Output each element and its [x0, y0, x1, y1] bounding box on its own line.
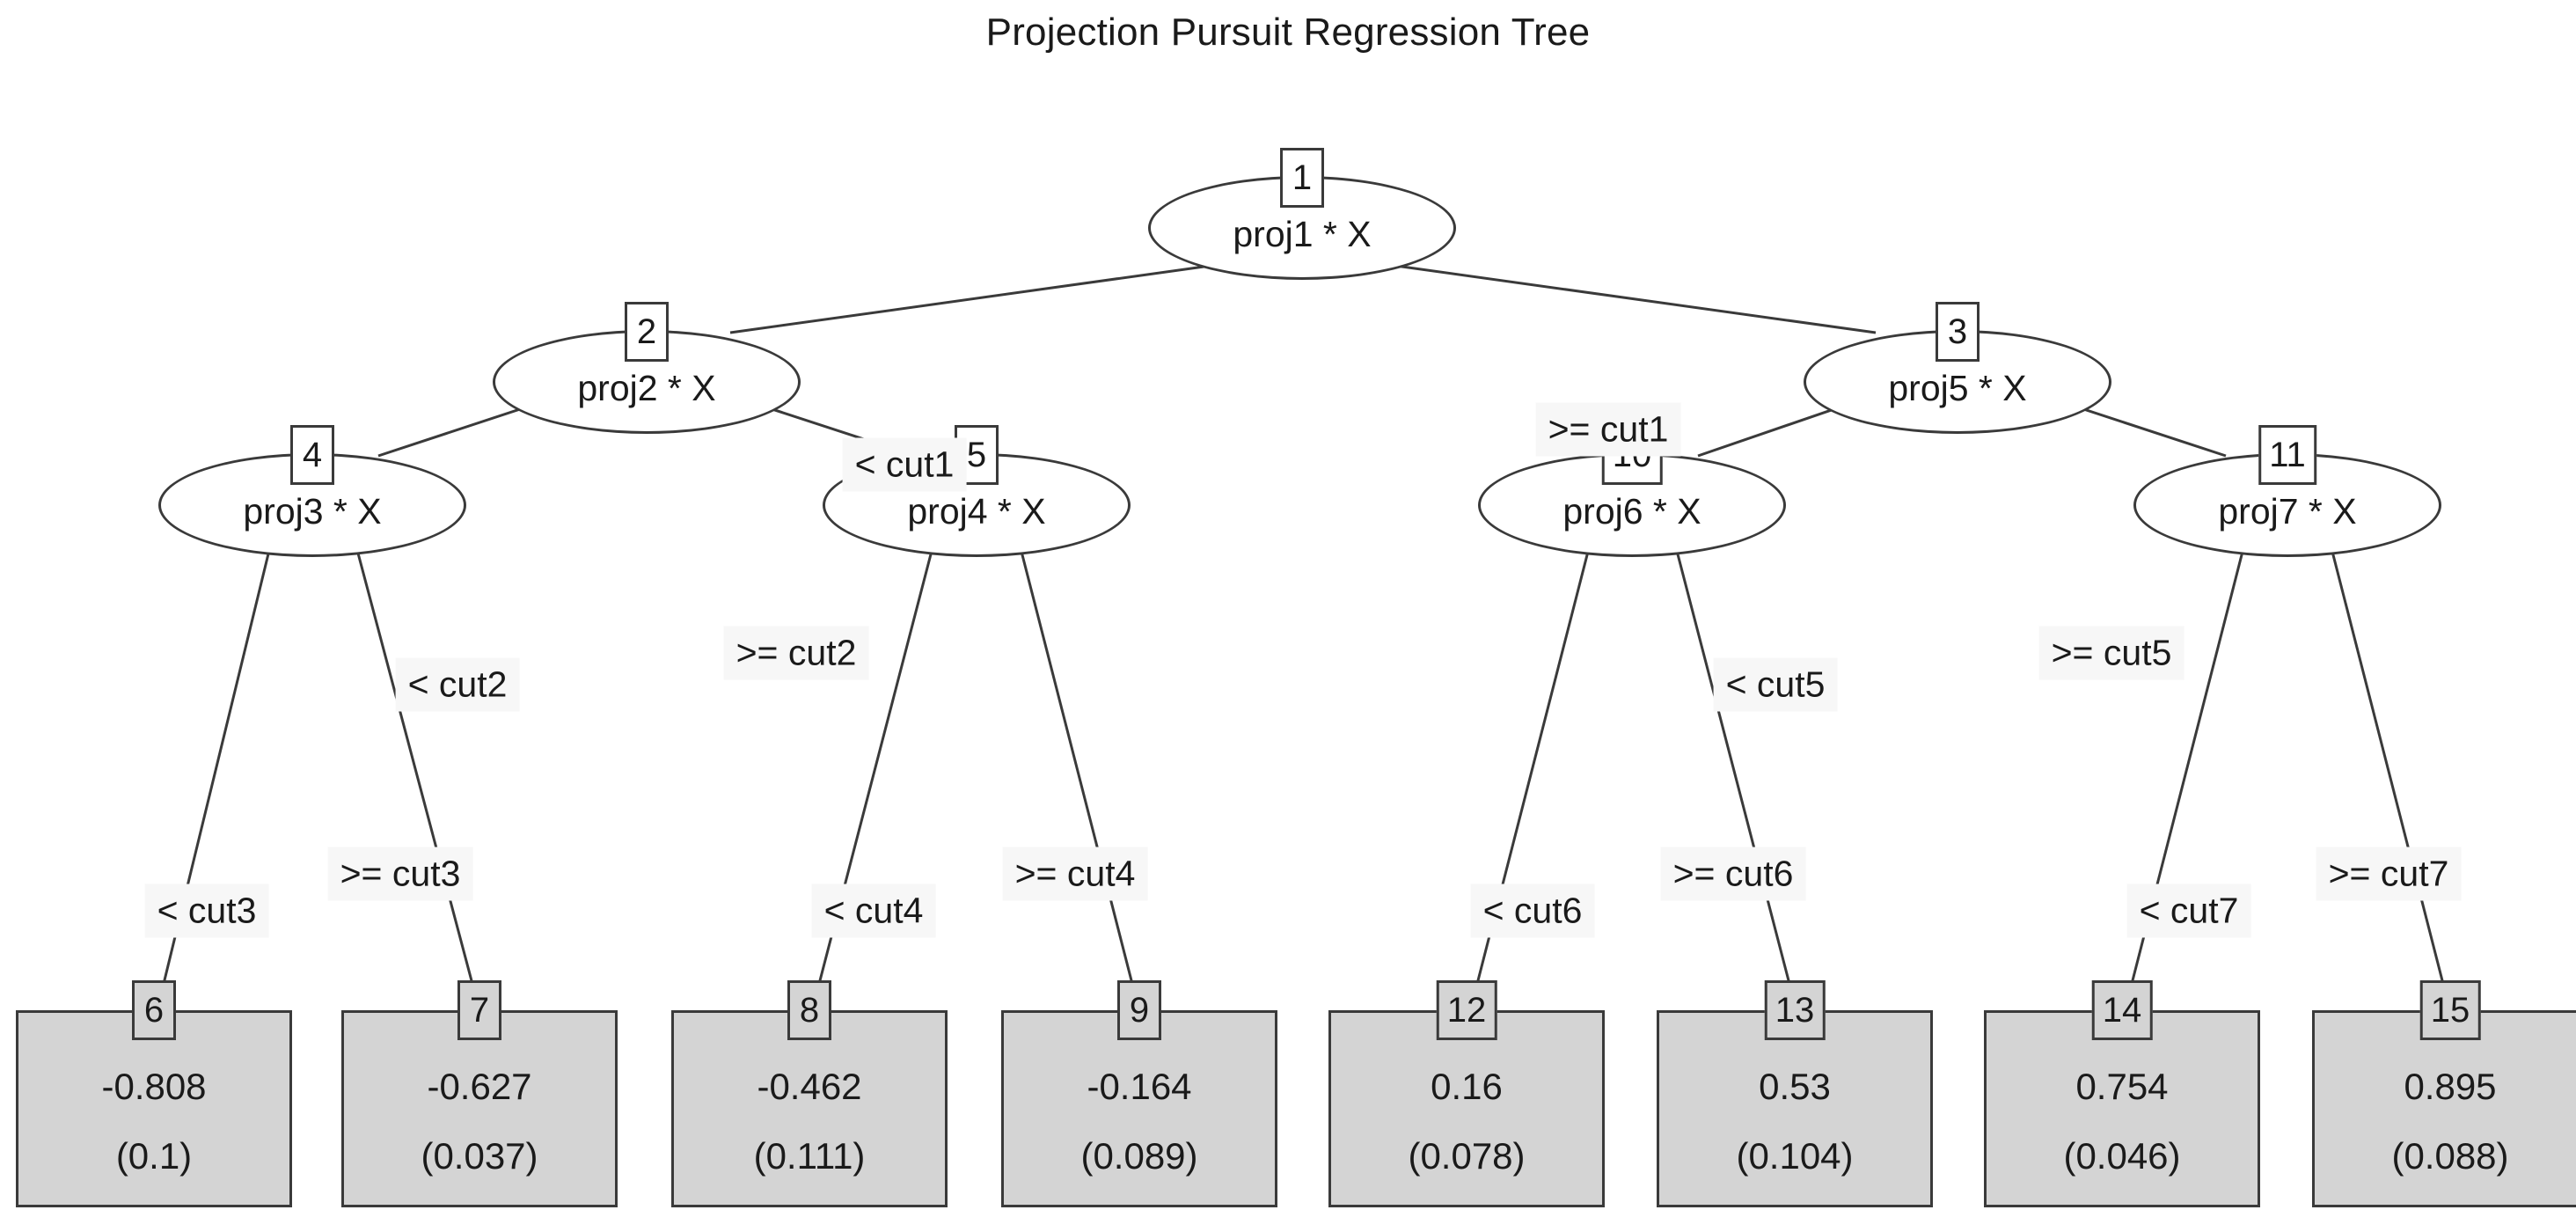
leaf-node-proportion: (0.1)	[115, 1134, 193, 1177]
split-node-3[interactable]: proj5 * X 3	[1804, 302, 2111, 434]
edge-label-5-9: >= cut4	[1002, 847, 1148, 901]
split-node-id: 1	[1280, 148, 1324, 208]
split-node-ellipse: proj1 * X	[1148, 176, 1456, 280]
leaf-node-12[interactable]: 0.16 (0.078) 12	[1328, 980, 1605, 1207]
tree-edge	[344, 506, 475, 988]
edge-label-10-13: >= cut6	[1660, 847, 1806, 901]
leaf-node-proportion: (0.037)	[421, 1134, 538, 1177]
split-node-label: proj3 * X	[243, 490, 382, 532]
leaf-node-value: 0.754	[2075, 1065, 2169, 1107]
split-node-1[interactable]: proj1 * X 1	[1148, 148, 1456, 280]
leaf-node-id: 13	[1764, 980, 1826, 1040]
tree-edge	[2319, 506, 2446, 988]
leaf-node-id: 14	[2091, 980, 2153, 1040]
leaf-node-proportion: (0.046)	[2063, 1134, 2181, 1177]
leaf-node-value: 0.16	[1431, 1065, 1503, 1107]
tree-edge	[1008, 506, 1135, 988]
split-node-label: proj6 * X	[1562, 490, 1701, 532]
leaf-node-box: -0.627 (0.037)	[341, 1010, 618, 1207]
split-node-id: 11	[2258, 425, 2316, 485]
leaf-node-box: 0.754 (0.046)	[1984, 1010, 2260, 1207]
leaf-node-id: 15	[2419, 980, 2481, 1040]
leaf-node-7[interactable]: -0.627 (0.037) 7	[341, 980, 618, 1207]
split-node-label: proj1 * X	[1233, 213, 1372, 254]
split-node-10[interactable]: proj6 * X10	[1478, 425, 1786, 557]
edge-label-10-12: < cut6	[1470, 884, 1595, 938]
edge-label-2-4: < cut2	[395, 657, 520, 712]
leaf-node-box: 0.16 (0.078)	[1328, 1010, 1605, 1207]
leaf-node-proportion: (0.089)	[1080, 1134, 1198, 1177]
edge-label-4-7: >= cut3	[327, 847, 473, 901]
edge-label-3-11: >= cut5	[2038, 626, 2184, 680]
leaf-node-id: 9	[1117, 980, 1161, 1040]
leaf-node-value: -0.627	[427, 1065, 532, 1107]
leaf-node-9[interactable]: -0.164 (0.089) 9	[1001, 980, 1277, 1207]
leaf-node-proportion: (0.088)	[2391, 1134, 2509, 1177]
split-node-id: 4	[290, 425, 334, 485]
edge-label-4-6: < cut3	[144, 884, 269, 938]
edge-label-5-8: < cut4	[811, 884, 936, 938]
leaf-node-id: 12	[1436, 980, 1497, 1040]
tree-edge	[1664, 506, 1792, 988]
leaf-node-box: 0.53 (0.104)	[1657, 1010, 1933, 1207]
leaf-node-id: 7	[457, 980, 501, 1040]
leaf-node-box: 0.895 (0.088)	[2312, 1010, 2576, 1207]
split-node-4[interactable]: proj3 * X 4	[158, 425, 466, 557]
edge-label-1-2: < cut1	[842, 437, 967, 492]
leaf-node-id: 6	[132, 980, 176, 1040]
leaf-node-id: 8	[787, 980, 831, 1040]
leaf-node-8[interactable]: -0.462 (0.111) 8	[671, 980, 948, 1207]
split-node-ellipse: proj5 * X	[1804, 330, 2111, 434]
tree-edge	[1382, 262, 1877, 334]
split-node-label: proj4 * X	[907, 490, 1046, 532]
leaf-node-14[interactable]: 0.754 (0.046) 14	[1984, 980, 2260, 1207]
leaf-node-box: -0.808 (0.1)	[16, 1010, 292, 1207]
leaf-node-value: -0.462	[757, 1065, 862, 1107]
leaf-node-proportion: (0.104)	[1736, 1134, 1854, 1177]
split-node-label: proj5 * X	[1888, 367, 2027, 408]
leaf-node-value: -0.164	[1087, 1065, 1192, 1107]
split-node-2[interactable]: proj2 * X 2	[493, 302, 801, 434]
leaf-node-box: -0.164 (0.089)	[1001, 1010, 1277, 1207]
split-node-label: proj7 * X	[2218, 490, 2357, 532]
split-node-id: 2	[625, 302, 669, 362]
edge-label-2-5: >= cut2	[723, 626, 869, 680]
leaf-node-proportion: (0.111)	[753, 1134, 866, 1177]
edge-label-11-15: >= cut7	[2316, 847, 2462, 901]
split-node-ellipse: proj3 * X	[158, 453, 466, 557]
leaf-node-6[interactable]: -0.808 (0.1) 6	[16, 980, 292, 1207]
leaf-node-value: 0.895	[2404, 1065, 2497, 1107]
page-title: Projection Pursuit Regression Tree	[985, 11, 1591, 54]
leaf-node-box: -0.462 (0.111)	[671, 1010, 948, 1207]
leaf-node-value: -0.808	[101, 1065, 207, 1107]
leaf-node-value: 0.53	[1759, 1065, 1831, 1107]
split-node-label: proj2 * X	[577, 367, 716, 408]
edge-label-1-3: >= cut1	[1535, 402, 1681, 457]
edge-label-11-14: < cut7	[2126, 884, 2251, 938]
edge-label-3-10: < cut5	[1713, 657, 1838, 712]
split-node-11[interactable]: proj7 * X 11	[2133, 425, 2441, 557]
leaf-node-15[interactable]: 0.895 (0.088) 15	[2312, 980, 2576, 1207]
split-node-id: 3	[1936, 302, 1980, 362]
leaf-node-13[interactable]: 0.53 (0.104) 13	[1657, 980, 1933, 1207]
leaf-node-proportion: (0.078)	[1408, 1134, 1526, 1177]
